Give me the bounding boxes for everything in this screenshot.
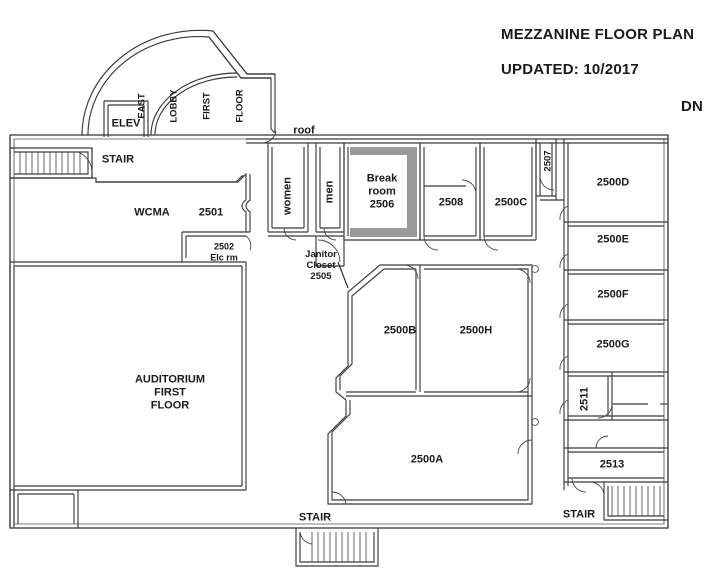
stair-top-left	[10, 147, 93, 179]
rooms-2508-2500c-outline	[419, 143, 537, 251]
room-label-2502-elc-rm: 2502 Elc rm	[210, 241, 238, 262]
east-lobby-line-1: EAST	[136, 93, 148, 119]
auditorium-line-1: AUDITORIUM	[134, 373, 206, 386]
restrooms-outline	[267, 143, 345, 241]
room-label-janitor-closet: Janitor Closet 2505	[305, 249, 337, 283]
room-label-auditorium: AUDITORIUM FIRST FLOOR	[135, 374, 205, 413]
stair-treads-bottom-right	[611, 486, 661, 516]
room-label-2500h: 2500H	[459, 324, 493, 337]
stair-bottom-right	[589, 481, 668, 521]
room-label-2500b: 2500B	[383, 324, 417, 337]
column-marker-upper	[531, 265, 539, 273]
janitor-line-1: Janitor	[305, 249, 337, 261]
room-label-2500g: 2500G	[596, 338, 630, 351]
room-label-stair-top-left: STAIR	[101, 153, 135, 166]
room-wcma-2501-outline	[10, 172, 252, 267]
room-label-2501: 2501	[198, 206, 224, 219]
page-title: MEZZANINE FLOOR PLAN	[501, 26, 695, 43]
room-2500a-outline	[327, 392, 533, 505]
room-label-2508: 2508	[438, 196, 464, 209]
east-lobby-curved-wall	[81, 29, 276, 136]
janitor-number: 2505	[310, 271, 332, 283]
room-label-break-room: Break room 2506	[367, 173, 398, 212]
break-room-line-1: Break	[366, 172, 398, 185]
room-label-2500c: 2500C	[494, 196, 528, 209]
room-label-elev: ELEV	[111, 117, 141, 130]
room-label-2500e: 2500E	[597, 233, 629, 246]
updated-date-label: UPDATED: 10/2017	[501, 61, 639, 78]
room-label-2500a: 2500A	[410, 453, 444, 466]
building-outline	[9, 134, 669, 529]
stair-treads-top-left	[19, 152, 81, 174]
room-label-2513: 2513	[599, 458, 625, 471]
auditorium-line-2: FIRST	[154, 386, 186, 399]
shaded-chase-top	[350, 147, 408, 155]
break-room-line-2: room	[368, 185, 396, 198]
room-label-east-lobby: EAST LOBBY FIRST FLOOR	[129, 89, 256, 122]
room-label-2500f: 2500F	[597, 288, 629, 301]
room-label-stair-bottom-right: STAIR	[562, 508, 596, 521]
auditorium-line-3: FLOOR	[150, 399, 190, 412]
stair-treads-bottom-center	[311, 532, 367, 562]
room-label-2507: 2507	[542, 150, 554, 172]
east-lobby-line-2: LOBBY	[168, 89, 180, 123]
east-lobby-line-3: FIRST	[201, 92, 213, 120]
room-label-women: women	[281, 177, 294, 215]
room-label-2500d: 2500D	[596, 176, 630, 189]
auditorium-outline	[9, 262, 247, 528]
east-lobby-line-4: FLOOR	[234, 89, 246, 123]
janitor-line-2: Closet	[306, 260, 336, 272]
column-marker-lower	[531, 418, 539, 426]
shaded-chase-right	[407, 147, 417, 237]
right-column-rooms-outline	[559, 139, 668, 493]
room-label-men: men	[323, 180, 336, 204]
room-2500b-outline	[335, 264, 421, 401]
elevator-room-outline	[103, 100, 149, 137]
room-label-wcma: WCMA	[134, 206, 170, 219]
corridor-2507-outline	[535, 139, 564, 201]
stair-bottom-center	[295, 528, 379, 567]
down-direction-label: DN	[681, 98, 704, 115]
break-room-number: 2506	[369, 198, 395, 211]
shaded-chase-bottom	[350, 228, 408, 237]
room-label-stair-bottom-center: STAIR	[298, 511, 332, 524]
room-2500h-outline	[420, 264, 539, 426]
roof-label: roof	[293, 124, 315, 137]
elc-rm-name: Elc rm	[210, 252, 238, 262]
elc-rm-number: 2502	[213, 241, 235, 252]
room-label-2511: 2511	[578, 387, 591, 411]
